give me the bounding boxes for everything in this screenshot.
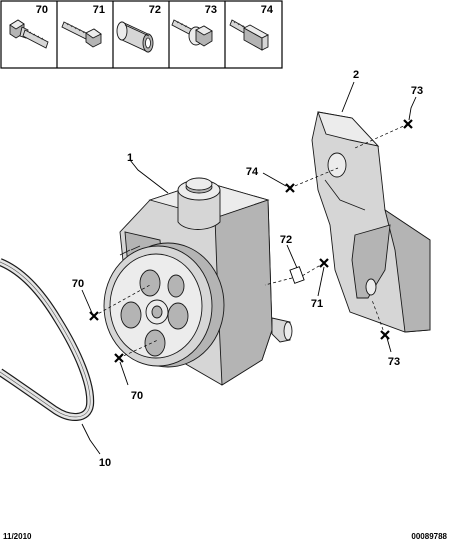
steering-pump [103, 177, 293, 386]
label-73-lower: 73 [388, 356, 400, 368]
alignment-lines [93, 123, 409, 359]
pulley-holes [120, 269, 189, 357]
legend-ref-71: 71 [93, 4, 105, 16]
footer-date: 11/2010 [3, 532, 32, 541]
legend-cell-74: 74 [229, 4, 274, 51]
label-belt: 10 [99, 457, 111, 469]
label-74: 74 [246, 166, 259, 178]
label-70-lower: 70 [131, 390, 143, 402]
label-73-upper: 73 [411, 85, 423, 97]
legend-ref-72: 72 [149, 4, 161, 16]
bolt-71-icon [61, 21, 102, 48]
legend-cell-72: 72 [116, 4, 161, 53]
legend-ref-74: 74 [261, 4, 274, 16]
footer: 11/2010 00089788 [3, 532, 448, 541]
bolt-73-icon [171, 19, 213, 47]
bolt-70-icon [9, 19, 49, 49]
legend-ref-70: 70 [36, 4, 48, 16]
label-71: 71 [311, 298, 323, 310]
label-pump: 1 [127, 152, 133, 164]
label-70-upper: 70 [72, 278, 84, 290]
mounting-bracket [311, 111, 431, 333]
label-72: 72 [280, 234, 292, 246]
sleeve-72-icon [116, 21, 154, 53]
callout-labels: 1 2 73 74 72 71 70 70 73 10 [72, 69, 423, 469]
legend-cell-71: 71 [61, 4, 105, 48]
sleeve-72 [289, 266, 305, 284]
leader-lines [81, 81, 417, 455]
label-bracket: 2 [353, 69, 359, 81]
stud-74-icon [229, 19, 269, 51]
legend-ref-73: 73 [205, 4, 217, 16]
drive-belt [0, 258, 95, 421]
legend-cell-73: 73 [171, 4, 217, 47]
legend-cell-70: 70 [9, 4, 49, 49]
footer-reference: 00089788 [411, 532, 447, 541]
fastener-legend: 70 71 72 [0, 0, 283, 69]
